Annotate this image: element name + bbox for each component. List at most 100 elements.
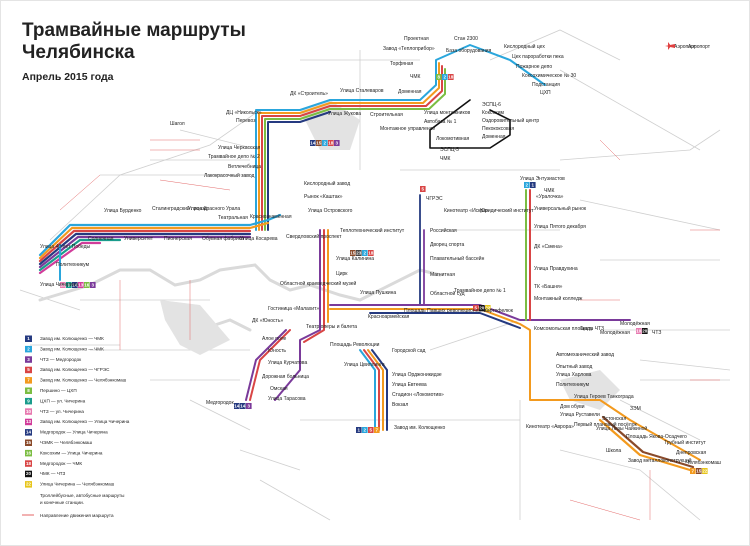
station-label: Пожарное депо	[516, 64, 552, 70]
route-line-north-navy	[267, 111, 331, 231]
route-number: 5	[27, 367, 30, 372]
route-line-north-blue	[255, 44, 546, 231]
station-label: Улица Красного Урала	[188, 206, 240, 212]
road-network	[19, 29, 731, 521]
route-number-badge	[84, 282, 90, 288]
station-label: Школа	[606, 448, 621, 454]
map-title-line2: Челябинска	[22, 42, 135, 63]
legend-note-transport: Троллейбусные, автобусные маршруты	[40, 492, 124, 498]
station-label: Днепровская	[676, 450, 706, 456]
station-label: Оздоровительный центр	[482, 117, 539, 124]
station-label: Улица Чичерина	[40, 282, 78, 288]
station-label: Челябэнкомаш	[686, 460, 721, 466]
route-number-badge	[690, 468, 696, 474]
map-subtitle: Апрель 2015 года	[22, 71, 114, 83]
station-label: Магнитная	[430, 272, 455, 278]
station-label: Улица Цвиллинга	[344, 362, 385, 368]
route-number-badge	[25, 439, 32, 446]
route-number-badge	[368, 250, 374, 256]
station-label: Дорожная больница	[262, 374, 309, 380]
route-number-badge	[72, 282, 78, 288]
station-label: Сталинградский проезд	[152, 205, 207, 212]
route-number: 7	[27, 378, 30, 383]
station-label: Омская	[270, 386, 288, 392]
station-label: «Уралочка»	[536, 194, 564, 200]
route-number-badge	[25, 356, 32, 363]
station-label: Свердловский проспект	[286, 233, 342, 240]
route-line-east-navy	[369, 312, 521, 329]
station-label: Лакокрасочный завод	[204, 172, 255, 179]
station-label: Автомеханический завод	[556, 351, 614, 358]
route-line-black-chmk	[429, 99, 511, 149]
station-label: Торфяная	[390, 61, 414, 67]
station-label: Локомотивная	[436, 136, 469, 142]
station-label: Площадь Революции	[330, 342, 380, 348]
route-number: 3	[92, 283, 95, 288]
route-name: Завод им. Колющенко — Челябэнкомаш	[40, 378, 127, 383]
station-label: Стан 2300	[454, 36, 478, 42]
station-label: Политехникум	[56, 262, 90, 268]
station-label: База оборудования	[446, 48, 492, 54]
station-label: Монтажное управление	[380, 126, 435, 132]
route-number: 2	[27, 346, 30, 351]
route-number-badge	[328, 140, 334, 146]
station-label: Проектная	[404, 36, 429, 42]
route-number: 1	[27, 336, 30, 341]
route-number-badge	[334, 140, 340, 146]
airplane-icon	[665, 42, 675, 50]
route-number: 18	[368, 251, 374, 256]
station-label: Областной суд	[430, 290, 465, 297]
station-label: Опытный завод	[556, 363, 592, 370]
station-label: Картофелюк	[484, 308, 514, 314]
route-line-sw-red	[249, 329, 291, 401]
route-line-west-purple	[38, 235, 252, 269]
route-line-se-orange	[598, 418, 692, 472]
route-number-badge	[350, 250, 356, 256]
route-number: 14	[72, 283, 78, 288]
route-number: 23	[356, 251, 362, 256]
station-label: Театр ЧТЗ	[580, 326, 604, 332]
station-label: Улица Калинина	[336, 256, 374, 262]
route-line-west-blue	[38, 213, 282, 257]
route-number-badge	[696, 468, 702, 474]
route-number-badge	[25, 429, 32, 436]
station-label: Первый плановый посёлок	[574, 421, 637, 428]
station-label: Теплотехнический институт	[340, 227, 405, 234]
station-label: Улица Энтузиастов	[520, 176, 565, 182]
route-number-badge	[356, 427, 362, 433]
place-labels: Аэропорт Шагол ЧМК	[170, 44, 711, 162]
route-line-north-orange	[258, 62, 440, 231]
station-label: Кинотеатр «Аврора»	[526, 424, 574, 430]
route-name: Завод им. Колющенко — ЧМК	[40, 336, 104, 341]
station-label: Трамвайное депо № 1	[454, 287, 506, 294]
route-number-badge	[246, 403, 252, 409]
station-label: Солнечная	[88, 236, 114, 242]
route-number-badge	[322, 140, 328, 146]
station-label: Аэропорт	[674, 44, 697, 50]
route-line-west-teal	[38, 238, 122, 272]
route-line-north-red	[261, 65, 443, 231]
route-number: 13	[78, 283, 84, 288]
route-number: 9	[27, 398, 30, 403]
route-number: 3	[248, 404, 251, 409]
station-label: ЭСПЦ-6	[482, 102, 501, 108]
route-number: 8	[438, 75, 441, 80]
station-label: Красноармейская	[368, 313, 410, 320]
route-number-badge	[356, 250, 362, 256]
route-number: 15	[696, 469, 702, 474]
route-number: 3	[336, 141, 339, 146]
station-label: Улица Островского	[308, 208, 353, 214]
route-number-badge	[25, 460, 32, 467]
route-number: 20	[642, 329, 648, 334]
route-number: 15	[350, 251, 356, 256]
